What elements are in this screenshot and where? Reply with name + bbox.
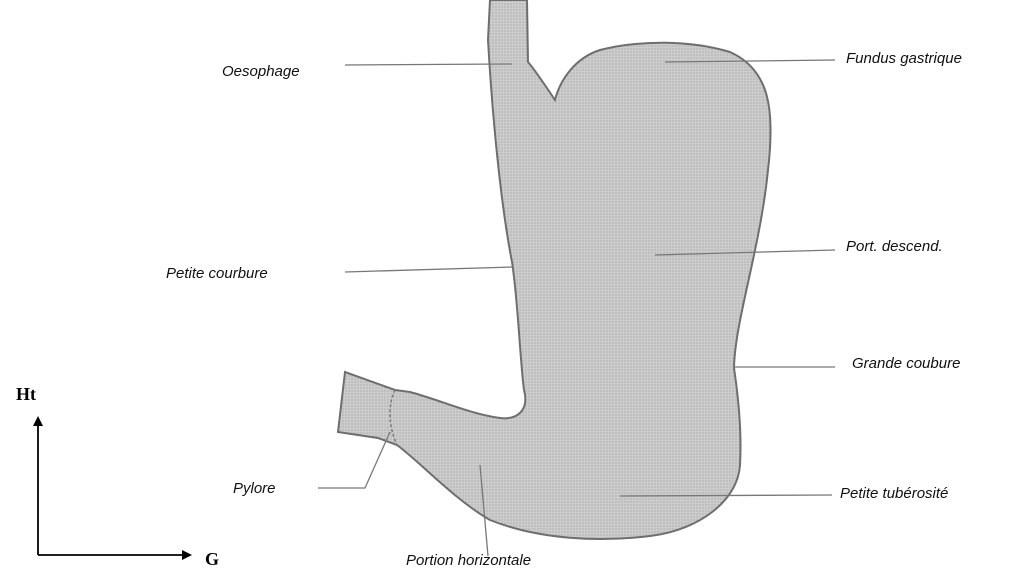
leader-petite-courbure [345, 267, 512, 272]
label-port-descend: Port. descend. [846, 238, 943, 255]
label-grande-courbure: Grande coubure [852, 355, 960, 372]
label-petite-courbure: Petite courbure [166, 265, 268, 282]
axis-label-ht: Ht [16, 384, 36, 405]
leader-oesophage [345, 64, 512, 65]
stomach-shape [338, 0, 771, 539]
leader-pylore [318, 432, 390, 488]
label-portion-horizontale: Portion horizontale [406, 552, 531, 569]
label-pylore: Pylore [233, 480, 276, 497]
label-oesophage: Oesophage [222, 63, 300, 80]
axis-label-g: G [205, 549, 219, 570]
label-petite-tuberosite: Petite tubérosité [840, 485, 948, 502]
label-fundus-gastrique: Fundus gastrique [846, 50, 962, 67]
